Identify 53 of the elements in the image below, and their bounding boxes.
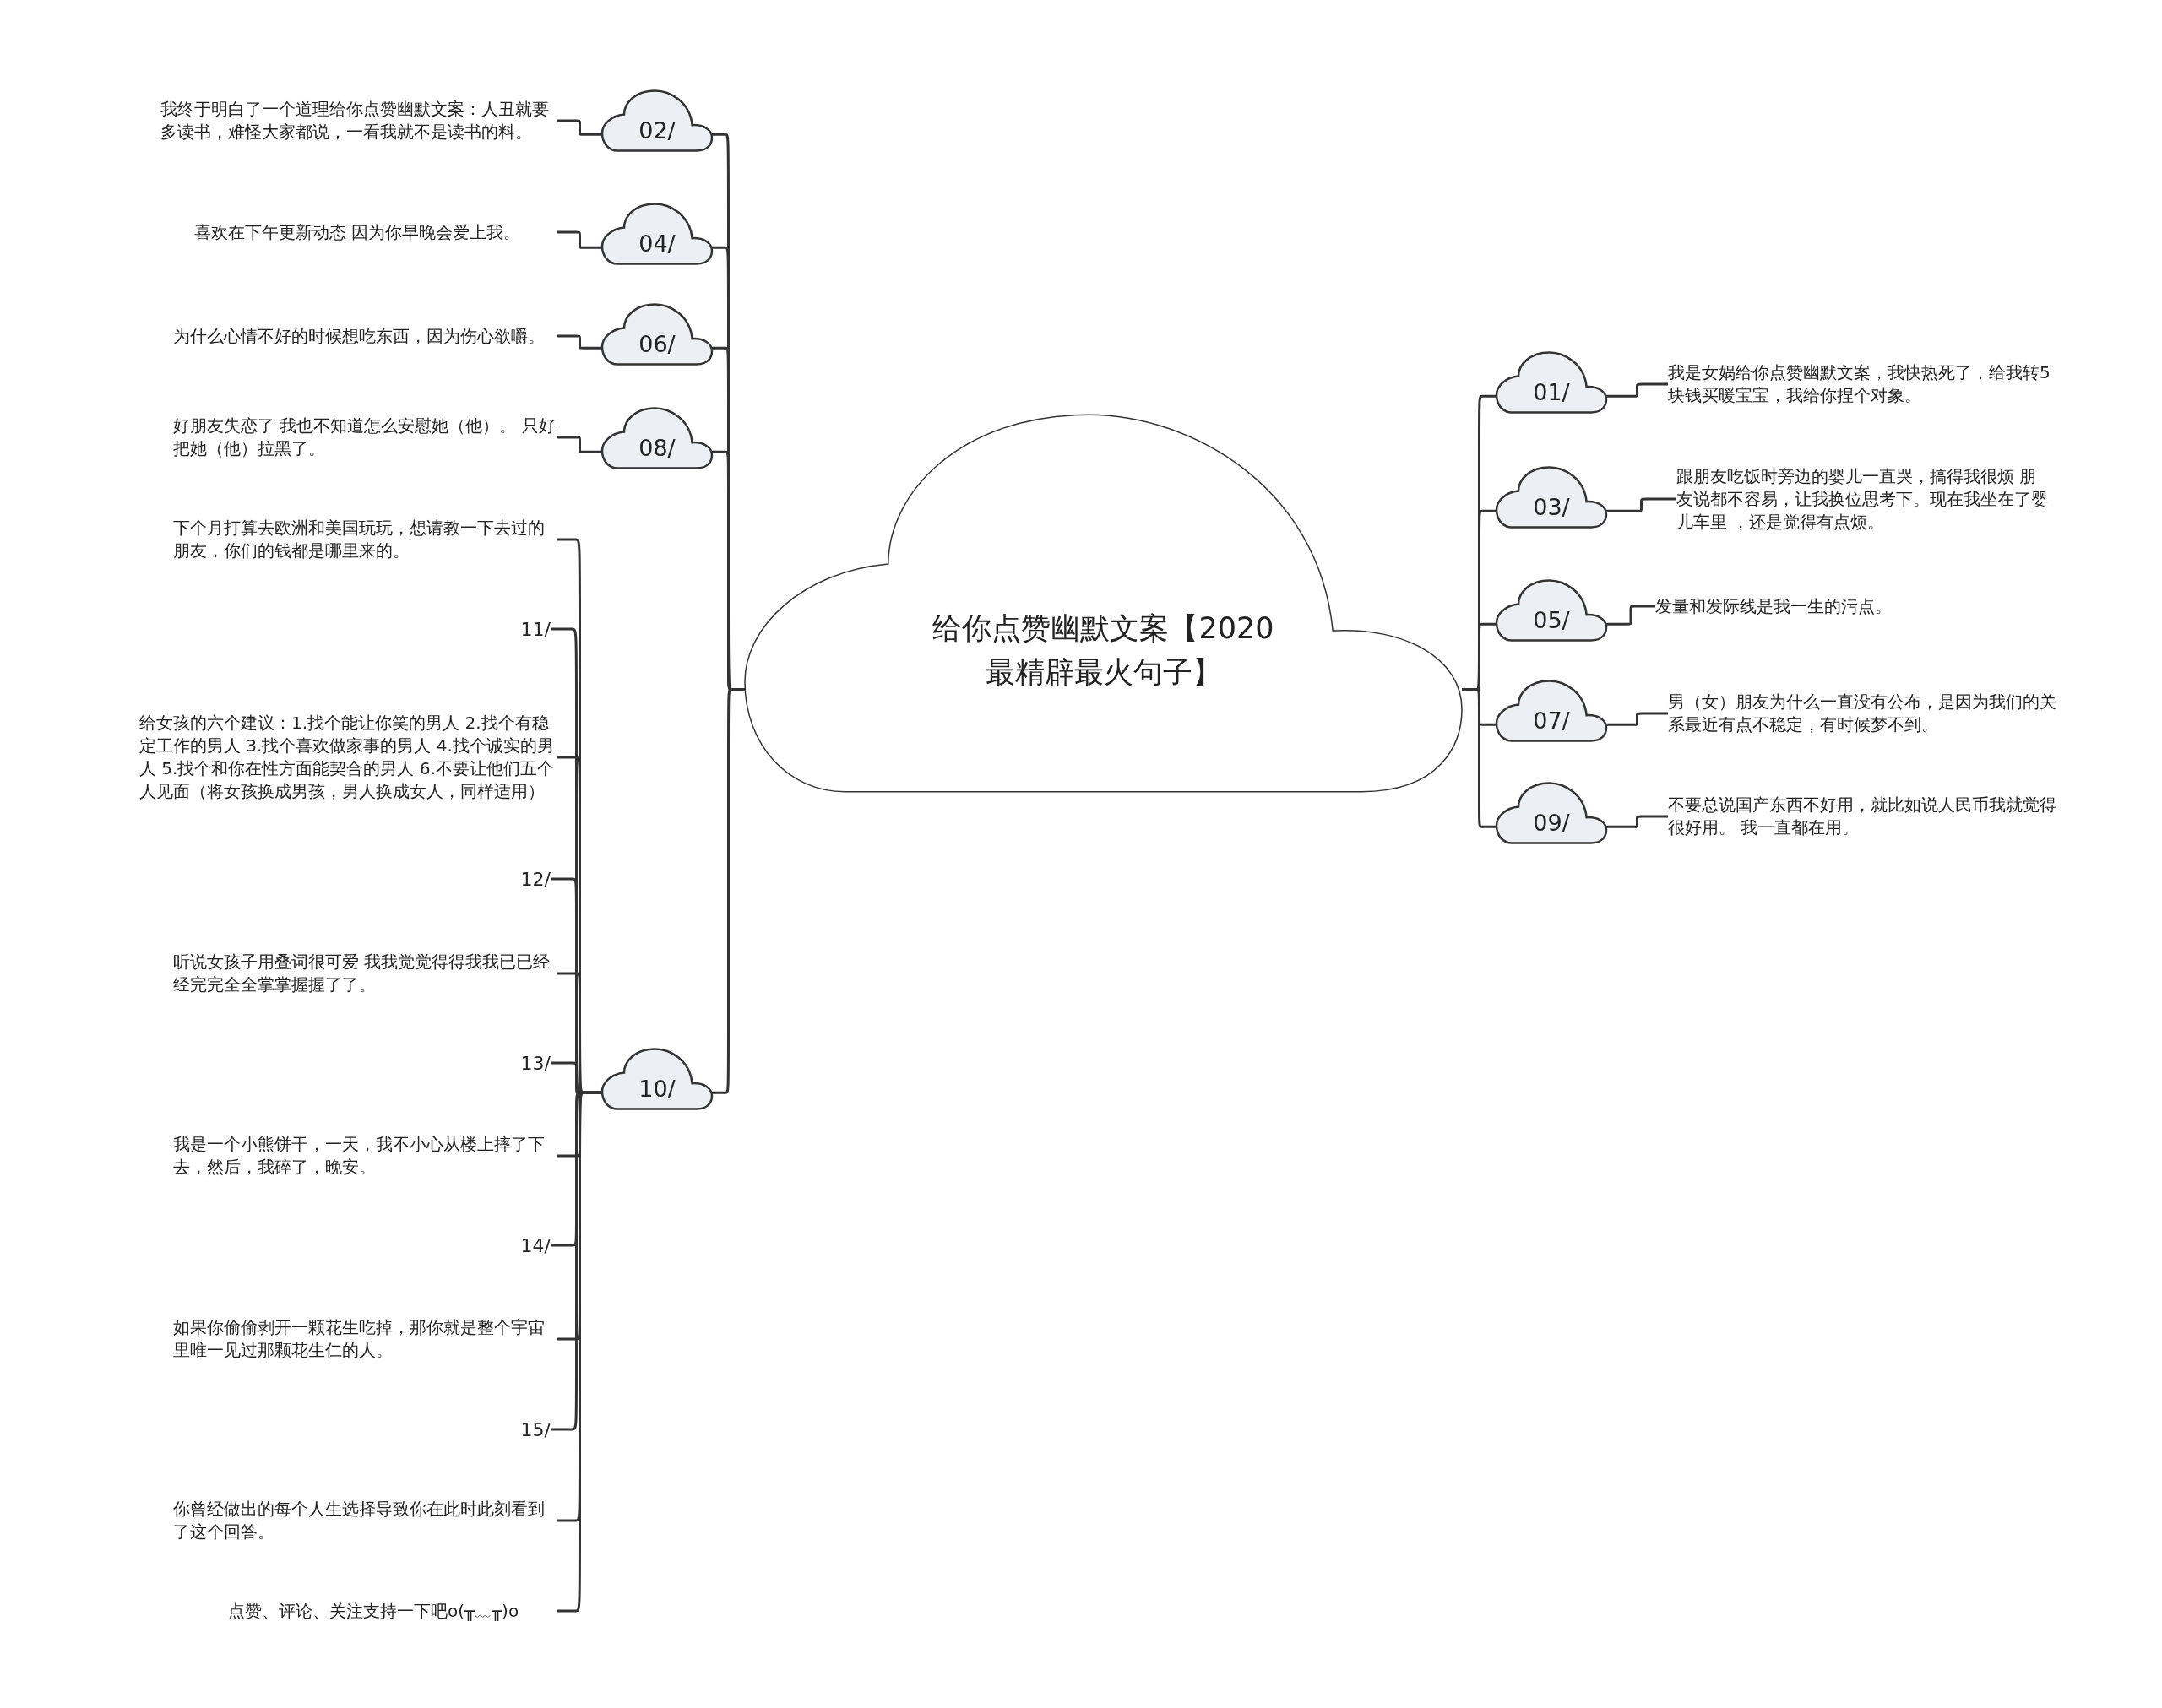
text-note: 点赞、评论、关注支持一下吧o(╥﹏╥)o	[228, 1596, 557, 1626]
connector-line	[1462, 688, 1497, 828]
text-note: 为什么心情不好的时候想吃东西，因为伤心欲嚼。	[173, 311, 557, 361]
topic-number: 01/	[1533, 378, 1570, 405]
connector-line	[712, 688, 745, 1094]
text-note: 我是女娲给你点赞幽默文案，我快热死了，给我转5块钱买暖宝宝，我给你捏个对象。	[1668, 355, 2056, 414]
connector-line	[557, 230, 602, 249]
topic-number: 15/	[507, 1415, 551, 1444]
topic-number: 14/	[507, 1231, 551, 1260]
topic-cloud	[1497, 579, 1606, 642]
connector-line	[557, 334, 602, 350]
text-note: 如果你偷偷剥开一颗花生吃掉，那你就是整个宇宙里唯一见过那颗花生仁的人。	[173, 1313, 557, 1365]
topic-number: 13/	[507, 1049, 551, 1077]
topic-cloud	[1497, 680, 1606, 742]
connector-line	[1606, 382, 1668, 398]
topic-number: 12/	[507, 865, 551, 893]
topic-number: 02/	[638, 117, 676, 144]
connector-line	[1606, 497, 1676, 512]
text-note: 下个月打算去欧洲和美国玩玩，想请教一下去过的朋友，你们的钱都是哪里来的。	[173, 513, 557, 566]
topic-cloud	[602, 1048, 712, 1110]
connector-line	[1606, 815, 1668, 828]
connector-line	[1606, 605, 1655, 626]
text-note: 喜欢在下午更新动态 因为你早晚会爱上我。	[194, 215, 557, 249]
topic-number: 06/	[638, 330, 676, 357]
text-note: 跟朋友吃饭时旁边的婴儿一直哭，搞得我很烦 朋友说都不容易，让我换位思考下。现在我坐在了婴儿车里 ，还是觉得有点烦。	[1676, 461, 2048, 537]
text-note: 不要总说国产东西不好用，就比如说人民币我就觉得很好用。 我一直都在用。	[1668, 787, 2056, 846]
topic-number: 08/	[638, 434, 676, 461]
topic-number: 05/	[1533, 606, 1570, 633]
text-note: 好朋友失恋了 我也不知道怎么安慰她（他）。 只好把她（他）拉黑了。	[173, 411, 557, 464]
topic-number: 03/	[1533, 493, 1570, 520]
text-note: 我是一个小熊饼干，一天，我不小心从楼上摔了下去，然后，我碎了，晚安。	[173, 1130, 557, 1182]
text-note: 给女孩的六个建议：1.找个能让你笑的男人 2.找个有稳定工作的男人 3.找个喜欢做家事的男人 4.找个诚实的男人 5.找个和你在性方面能契合的男人 6.不要让他们五个人见面（将女孩换成男孩，男人换成女人，同样适用）	[139, 694, 557, 821]
topic-cloud	[602, 407, 712, 469]
topic-cloud	[1497, 351, 1606, 414]
topic-number: 04/	[638, 230, 676, 257]
topic-number: 09/	[1533, 809, 1570, 836]
text-note: 我终于明白了一个道理给你点赞幽默文案：人丑就要多读书，难怪大家都说，一看我就不是读书的料。	[160, 83, 557, 159]
topic-number: 07/	[1533, 707, 1570, 734]
connector-line	[557, 436, 602, 453]
central-topic-title: 给你点赞幽默文案【2020最精辟最火句子】	[932, 610, 1275, 691]
connector-line	[1606, 712, 1668, 726]
topic-cloud	[602, 203, 712, 265]
topic-number: 11/	[507, 615, 551, 643]
topic-cloud	[602, 303, 712, 366]
topic-cloud	[1497, 466, 1606, 529]
topic-cloud	[602, 89, 712, 152]
topic-cloud	[1497, 782, 1606, 844]
connector-line	[557, 119, 602, 136]
topic-number: 10/	[638, 1075, 676, 1102]
text-note: 男（女）朋友为什么一直没有公布，是因为我们的关系最近有点不稳定，有时候梦不到。	[1668, 684, 2056, 743]
text-note: 听说女孩子用叠词很可爱 我我觉觉得得我我已已经经完完全全掌掌握握了了。	[173, 947, 557, 1000]
text-note: 发量和发际线是我一生的污点。	[1655, 589, 2044, 623]
text-note: 你曾经做出的每个人生选择导致你在此时此刻看到了这个回答。	[173, 1494, 557, 1547]
